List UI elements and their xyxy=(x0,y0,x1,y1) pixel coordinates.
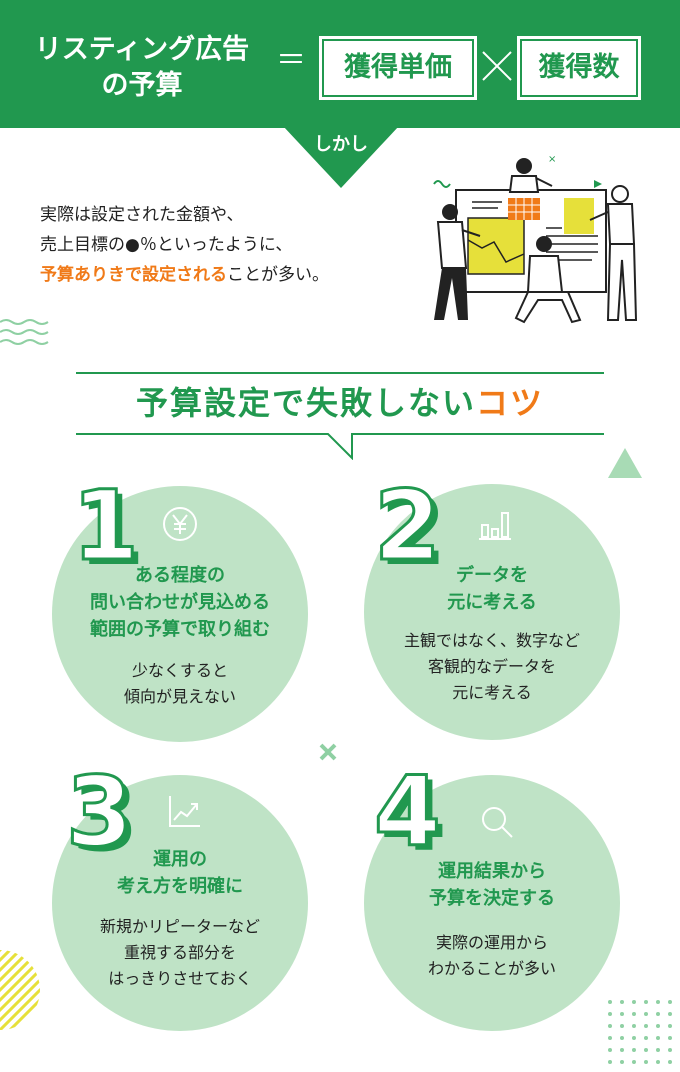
bar-chart-icon xyxy=(479,512,511,540)
dot-grid-decoration xyxy=(608,1000,672,1064)
intro-line3: 予算ありきで設定されることが多い。 xyxy=(40,260,329,290)
svg-text:×: × xyxy=(548,154,556,165)
tip-4-title: 運用結果から 予算を決定する xyxy=(364,858,620,912)
tip-3-title-line: 運用の xyxy=(153,849,207,870)
tip-2-title-line: データを xyxy=(456,565,528,586)
tip-4-body: 実際の運用から わかることが多い xyxy=(364,930,620,982)
header-title-line2: の予算 xyxy=(101,70,183,101)
tip-3-title: 運用の 考え方を明確に xyxy=(52,846,308,900)
cost-per-acquisition-box: 獲得単価 xyxy=(319,36,477,100)
section-title-frame xyxy=(76,372,604,460)
header-title: リスティング広告 の予算 xyxy=(18,32,266,104)
intro-line1: 実際は設定された金額や、 xyxy=(40,205,244,225)
tip-4-title-line: 運用結果から xyxy=(438,861,546,882)
tip-2-body-line: 元に考える xyxy=(452,683,532,702)
acquisition-count-box: 獲得数 xyxy=(517,36,641,100)
tip-4-title-line: 予算を決定する xyxy=(429,888,555,909)
tip-1-title-line: 問い合わせが見込める xyxy=(90,592,270,613)
equals-sign: ＝ xyxy=(276,43,306,78)
tip-3-circle xyxy=(52,775,308,1031)
tip-3-title-line: 考え方を明確に xyxy=(117,876,243,897)
tip-2-body: 主観ではなく、数字など 客観的なデータを 元に考える xyxy=(364,628,620,706)
intro-highlight: 予算ありきで設定される xyxy=(40,265,227,285)
tip-1-title-line: 範囲の予算で取り組む xyxy=(90,619,270,640)
header-banner: リスティング広告 の予算 ＝ 獲得単価 獲得数 xyxy=(0,0,680,128)
tip-2-circle xyxy=(364,484,620,740)
tip-3-body-line: はっきりさせておく xyxy=(108,969,252,988)
tip-3-body: 新規かリピーターなど 重視する部分を はっきりさせておく xyxy=(52,914,308,992)
intro-line3-rest: ことが多い。 xyxy=(227,265,329,285)
tip-2-body-line: 主観ではなく、数字など xyxy=(403,631,580,650)
wave-decoration xyxy=(0,319,49,345)
stripe-decoration xyxy=(0,950,40,1030)
section-title-main: 予算設定で失敗しない xyxy=(135,384,476,422)
but-pointer-triangle xyxy=(283,126,399,188)
intro-line2: 売上目標の●％といったように、 xyxy=(40,235,293,255)
tip-3-number: 3 xyxy=(65,756,135,868)
tip-1-body: 少なくすると 傾向が見えない xyxy=(52,658,308,710)
tip-3-body-line: 重視する部分を xyxy=(123,943,236,962)
tip-1-title: ある程度の 問い合わせが見込める 範囲の予算で取り組む xyxy=(52,562,308,643)
tip-2-title: データを 元に考える xyxy=(364,562,620,616)
tip-3-body-line: 新規かリピーターなど xyxy=(99,917,260,936)
tip-4-body-line: わかることが多い xyxy=(427,959,556,978)
tip-1-title-line: ある程度の xyxy=(135,565,225,586)
tip-2-body-line: 客観的なデータを xyxy=(427,657,556,676)
tip-4-body-line: 実際の運用から xyxy=(435,933,548,952)
search-icon xyxy=(482,807,513,838)
section-title: 予算設定で失敗しないコツ xyxy=(0,378,680,424)
tip-1-body-line: 少なくすると xyxy=(131,661,228,680)
intro-text: 実際は設定された金額や、 売上目標の●％といったように、 予算ありきで設定される… xyxy=(40,200,329,290)
tip-2-title-line: 元に考える xyxy=(447,592,537,613)
tip-4-number: 4 xyxy=(373,756,443,868)
team-analysis-illustration: × xyxy=(433,154,638,324)
tip-1-number: 1 xyxy=(71,470,141,582)
trend-chart-icon xyxy=(169,796,200,827)
tip-2-number: 2 xyxy=(373,470,443,582)
multiply-icon xyxy=(482,51,512,81)
tip-1-body-line: 傾向が見えない xyxy=(123,687,236,706)
cross-decoration xyxy=(319,743,337,761)
but-label: しかし xyxy=(314,134,368,155)
header-title-line1: リスティング広告 xyxy=(34,34,250,65)
section-title-accent: コツ xyxy=(476,384,545,422)
triangle-decoration xyxy=(608,448,642,478)
yen-icon xyxy=(163,507,197,541)
tip-4-circle xyxy=(364,775,620,1031)
